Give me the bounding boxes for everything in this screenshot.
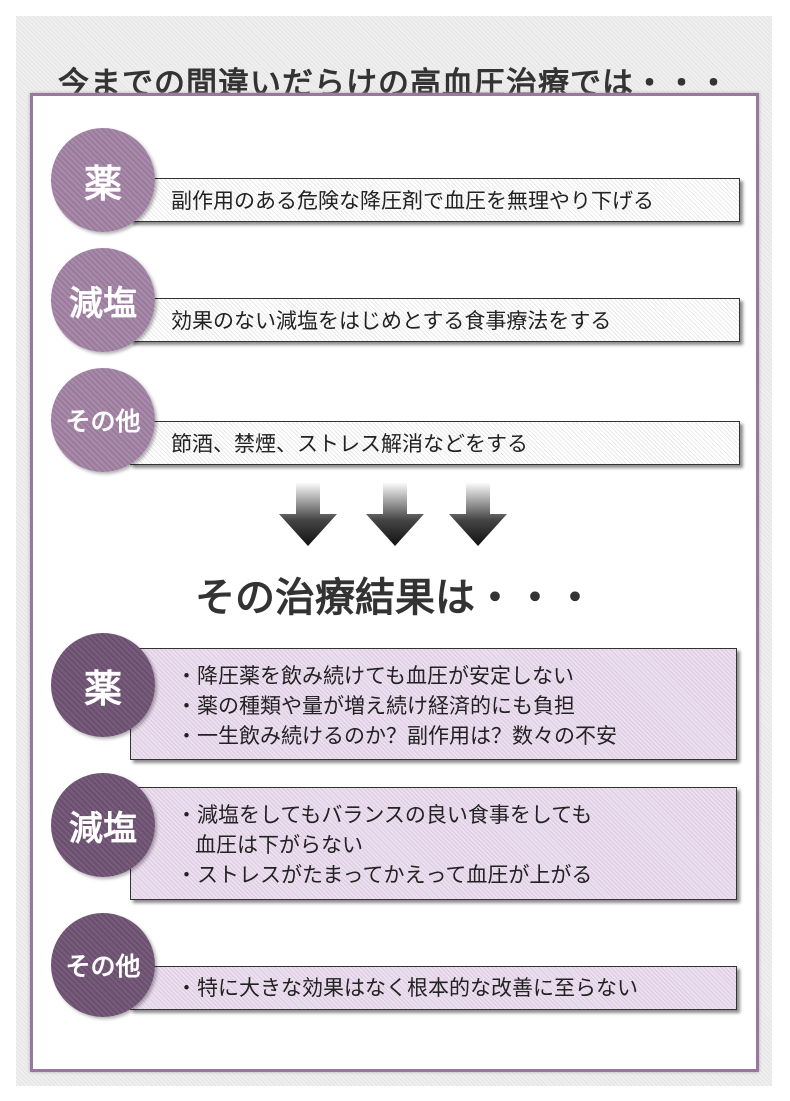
current-item-salt: 効果のない減塩をはじめとする食事療法をする: [130, 298, 740, 342]
current-item-medicine: 副作用のある危険な降圧剤で血圧を無理やり下げる: [130, 178, 740, 222]
current-item-other: 節酒、禁煙、ストレス解消などをする: [130, 421, 740, 465]
result-line: ・薬の種類や量が増え続け経済的にも負担: [176, 694, 575, 718]
down-arrow-icon: [366, 482, 424, 546]
result-line: ・一生飲み続けるのか？副作用は？数々の不安: [176, 724, 617, 748]
category-circle-salt: 減塩: [51, 248, 155, 352]
result-item-medicine: ・降圧薬を飲み続けても血圧が安定しない ・薬の種類や量が増え続け経済的にも負担 …: [130, 648, 737, 760]
result-circle-other: その他: [51, 913, 155, 1017]
down-arrow-icon: [279, 482, 337, 546]
content-panel: [30, 93, 759, 1072]
result-line: ・降圧薬を飲み続けても血圧が安定しない: [176, 664, 574, 688]
result-line: 血圧は下がらない: [195, 833, 363, 857]
result-item-other: ・特に大きな効果はなく根本的な改善に至らない: [130, 966, 737, 1010]
result-circle-medicine: 薬: [51, 633, 155, 737]
category-circle-medicine: 薬: [51, 128, 155, 232]
result-circle-salt: 減塩: [51, 773, 155, 877]
result-line: ・減塩をしてもバランスの良い食事をしても: [176, 803, 593, 827]
category-circle-other: その他: [51, 368, 155, 472]
result-item-salt: ・減塩をしてもバランスの良い食事をしても 血圧は下がらない ・ストレスがたまって…: [130, 787, 737, 900]
result-line: ・ストレスがたまってかえって血圧が上がる: [176, 863, 593, 887]
result-heading: その治療結果は・・・: [195, 575, 595, 621]
down-arrow-icon: [449, 482, 507, 546]
result-line: ・特に大きな効果はなく根本的な改善に至らない: [176, 976, 638, 1000]
